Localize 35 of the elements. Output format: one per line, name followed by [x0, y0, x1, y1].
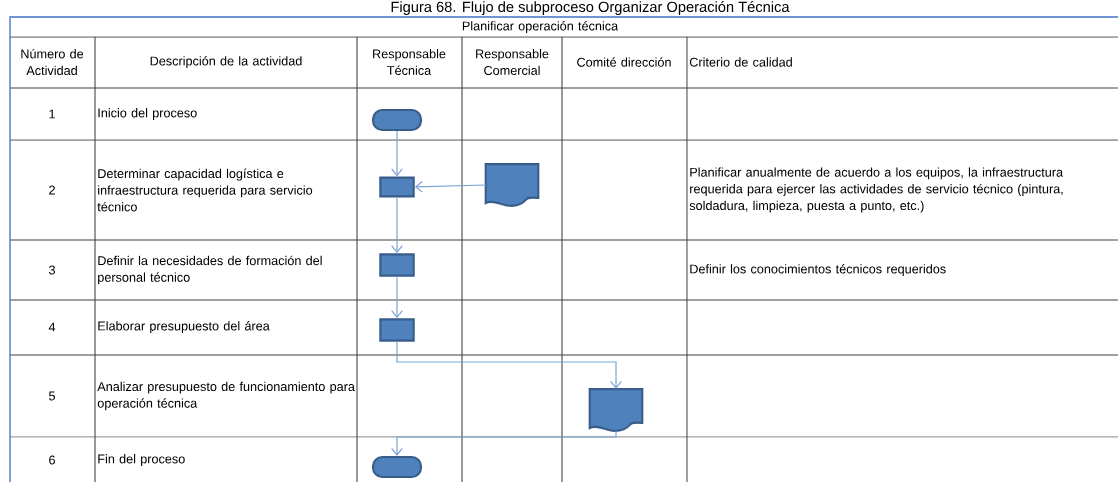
column-header: Responsable Técnica	[373, 49, 446, 75]
arrow	[391, 276, 403, 319]
process-box	[379, 318, 415, 342]
activity-text: Determinar capacidad logística e infraestructura requerida para servicio técnico	[97, 168, 313, 212]
activity-number: 6	[49, 455, 55, 465]
activity-number: 2	[49, 185, 55, 195]
activity-text: Elaborar presupuesto del área	[98, 321, 270, 333]
arrow	[414, 180, 487, 193]
column-header: Criterio de calidad	[689, 57, 792, 67]
arrow	[391, 196, 403, 254]
column-header: Comité dirección	[577, 57, 671, 67]
terminator-shape	[371, 108, 423, 132]
column-header: Responsable Comercial	[476, 49, 549, 75]
criteria-text: Planificar anualmente de acuerdo a los equipos, la infraestructura requerida para ejercer las actividades de servicio técnico (pintura, soldadura, limpieza, puesta a punto, etc.)	[689, 167, 1064, 213]
figure-title: Figura 68. Flujo de subproceso Organizar Operación Técnica	[391, 1, 790, 15]
process-box	[379, 176, 415, 198]
arrow	[391, 430, 617, 456]
table-heading: Planificar operación técnica	[462, 21, 619, 33]
criteria-text: Definir los conocimientos técnicos requeridos	[690, 264, 946, 276]
activity-number: 4	[48, 322, 56, 332]
activity-text: Analizar presupuesto de funcionamiento para operación técnica	[97, 381, 355, 411]
column-header: Descripción de la actividad	[150, 56, 302, 68]
activity-number: 5	[49, 391, 55, 401]
arrow	[396, 341, 622, 390]
activity-text: Definir la necesidades de formación del personal técnico	[98, 255, 322, 285]
activity-text: Inicio del proceso	[98, 108, 197, 120]
activity-text: Fin del proceso	[98, 454, 185, 466]
column-header: Número de Actividad	[21, 48, 84, 76]
activity-number: 3	[48, 265, 55, 275]
arrow	[391, 130, 403, 177]
document-shape	[588, 388, 644, 432]
activity-number: 1	[49, 109, 55, 119]
document-shape	[484, 163, 540, 207]
terminator-shape	[371, 455, 423, 479]
process-box	[379, 253, 415, 277]
